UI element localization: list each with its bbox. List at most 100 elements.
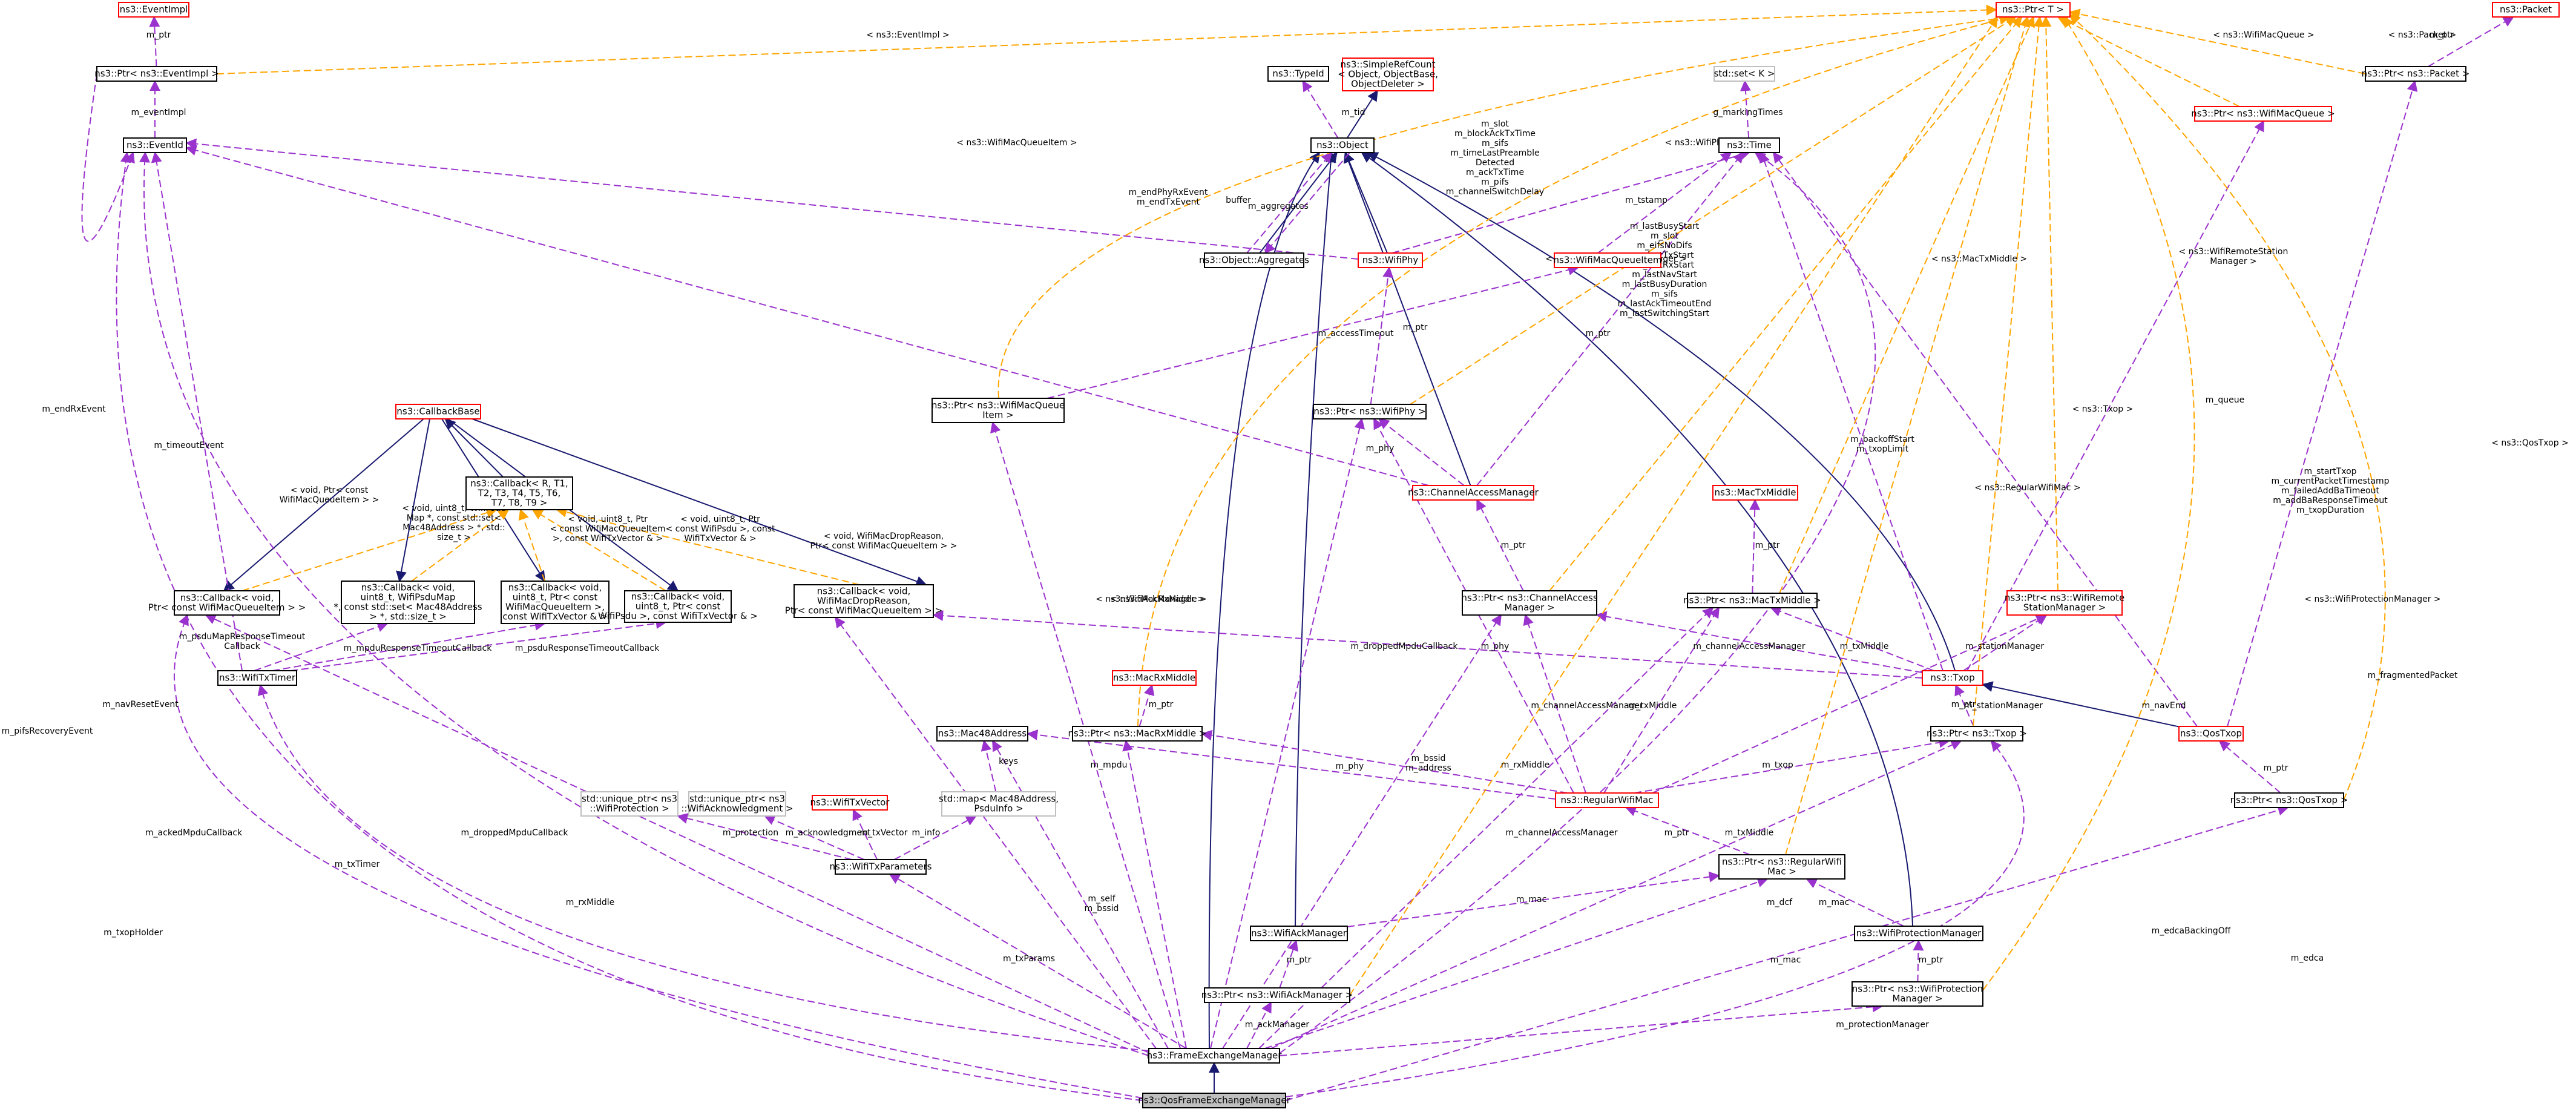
class-node-ptr-qostxop[interactable]: ns3::Ptr< ns3::QosTxop > bbox=[2230, 792, 2348, 808]
class-node-wifitxparameters[interactable]: ns3::WifiTxParameters bbox=[830, 859, 932, 875]
edge-label: m_txop bbox=[1762, 760, 1793, 770]
class-node-ptr-wifiphy[interactable]: ns3::Ptr< ns3::WifiPhy > bbox=[1313, 404, 1427, 419]
class-box bbox=[1250, 926, 1348, 941]
class-node-ptr-eventimpl[interactable]: ns3::Ptr< ns3::EventImpl > bbox=[94, 66, 219, 82]
class-node-qostxop[interactable]: ns3::QosTxop bbox=[2178, 726, 2244, 742]
class-name: ns3::Callback< void, bbox=[180, 593, 274, 604]
edge-label-line: m_slot bbox=[1651, 231, 1678, 241]
edge-label-line: < ns3::EventImpl > bbox=[866, 30, 950, 40]
edge-label-line: m_psduMapResponseTimeout bbox=[179, 632, 306, 642]
edge-path bbox=[1966, 120, 2264, 671]
template-instance-edge bbox=[556, 507, 860, 585]
edge-label-line: m_ptr bbox=[1755, 541, 1780, 550]
class-node-wifitxtimer[interactable]: ns3::WifiTxTimer bbox=[217, 670, 297, 686]
edge-label: m_stationManager bbox=[1965, 642, 2044, 651]
edge-path bbox=[185, 145, 1429, 486]
class-node-wifiphy[interactable]: ns3::WifiPhy bbox=[1358, 252, 1423, 268]
edge-label-line: Map *, const std::set< bbox=[407, 513, 502, 523]
edge-label-line: m_phy bbox=[1366, 444, 1395, 453]
class-name: Ptr< const WifiMacQueueItem > > bbox=[148, 602, 306, 613]
class-name: ns3::Ptr< ns3::RegularWifi bbox=[1722, 857, 1842, 867]
class-node-ptr-wifiprotection[interactable]: ns3::Ptr< ns3::WifiProtectionManager > bbox=[1852, 981, 1983, 1007]
edge-label-line: m_stationManager bbox=[1964, 701, 2043, 711]
class-node-callbackbase[interactable]: ns3::CallbackBase bbox=[395, 404, 481, 419]
class-node-cb-item[interactable]: ns3::Callback< void,Ptr< const WifiMacQu… bbox=[148, 590, 306, 616]
usage-edge bbox=[889, 873, 1187, 1049]
edge-label: m_edcaBackingOff bbox=[2152, 926, 2231, 936]
class-node-ptr-wifiremote[interactable]: ns3::Ptr< ns3::WifiRemoteStationManager … bbox=[2005, 590, 2124, 616]
class-node-mac48address[interactable]: ns3::Mac48Address bbox=[936, 726, 1028, 742]
class-name: const WifiTxVector & > bbox=[502, 611, 607, 622]
class-node-eventid[interactable]: ns3::EventId bbox=[123, 137, 187, 153]
class-name: ns3::WifiAckManager bbox=[1251, 928, 1347, 939]
class-node-ptr-wifiackmanager[interactable]: ns3::Ptr< ns3::WifiAckManager > bbox=[1201, 987, 1353, 1003]
class-node-packet[interactable]: ns3::Packet bbox=[2492, 2, 2560, 18]
class-node-eventimpl[interactable]: ns3::EventImpl bbox=[118, 2, 189, 18]
class-node-mactxmiddle[interactable]: ns3::MacTxMiddle bbox=[1712, 485, 1798, 501]
class-node-channelaccessmanager[interactable]: ns3::ChannelAccessManager bbox=[1408, 485, 1539, 501]
edge-path bbox=[1367, 152, 1956, 671]
class-node-cb-psdumap[interactable]: ns3::Callback< void,uint8_t, WifiPsduMap… bbox=[334, 581, 482, 624]
edge-label-line: m_mac bbox=[1770, 955, 1801, 965]
usage-edge bbox=[1258, 607, 1714, 1049]
edge-label: m_rxMiddle bbox=[1501, 760, 1550, 770]
class-node-ptr-channelaccess[interactable]: ns3::Ptr< ns3::ChannelAccessManager > bbox=[1461, 590, 1598, 616]
class-node-macrxmiddle[interactable]: ns3::MacRxMiddle bbox=[1112, 670, 1197, 686]
class-node-ptr-t[interactable]: ns3::Ptr< T > bbox=[1996, 2, 2071, 18]
class-name: Manager > bbox=[1892, 993, 1942, 1004]
inheritance-edge bbox=[1346, 90, 1378, 139]
class-node-qosframeexchangemanager[interactable]: ns3::QosFrameExchangeManager bbox=[1138, 1093, 1291, 1108]
edge-label: m_queue bbox=[2206, 395, 2245, 405]
class-node-aggregates[interactable]: ns3::Object::Aggregates bbox=[1199, 252, 1309, 268]
class-node-callback-t[interactable]: ns3::Callback< R, T1,T2, T3, T4, T5, T6,… bbox=[465, 476, 573, 510]
inheritance-edge bbox=[1982, 681, 2180, 728]
class-node-typeid[interactable]: ns3::TypeId bbox=[1267, 66, 1329, 82]
class-node-ptr-mactxmiddle[interactable]: ns3::Ptr< ns3::MacTxMiddle > bbox=[1683, 593, 1821, 608]
class-node-wifimacqueueitem[interactable]: ns3::WifiMacQueueItem bbox=[1554, 252, 1662, 268]
edge-label: < ns3::WifiAckManager > bbox=[1096, 594, 1204, 604]
class-name: std::map< Mac48Address, bbox=[939, 794, 1059, 804]
class-node-ptr-macrxmiddle[interactable]: ns3::Ptr< ns3::MacRxMiddle > bbox=[1068, 726, 1207, 742]
class-node-wifitxvector[interactable]: ns3::WifiTxVector bbox=[810, 795, 890, 811]
edge-label-line: m_mac bbox=[1516, 895, 1547, 904]
usage-edge bbox=[677, 813, 852, 860]
class-box bbox=[812, 795, 888, 811]
usage-edge bbox=[1302, 80, 1339, 139]
class-node-ptr-packet[interactable]: ns3::Ptr< ns3::Packet > bbox=[2362, 66, 2470, 82]
edge-path bbox=[1378, 418, 1465, 486]
class-node-simplerefcount[interactable]: ns3::SimpleRefCount< Object, ObjectBase,… bbox=[1338, 58, 1438, 91]
class-node-map-psduinfo[interactable]: std::map< Mac48Address,PsduInfo > bbox=[939, 791, 1059, 817]
class-node-ptr-regularwifimac[interactable]: ns3::Ptr< ns3::RegularWifiMac > bbox=[1718, 854, 1845, 880]
edge-path bbox=[1122, 740, 1187, 1049]
edge-path bbox=[1343, 151, 1471, 486]
class-node-cb-psdu[interactable]: ns3::Callback< void,uint8_t, Ptr< constW… bbox=[501, 581, 610, 624]
class-name: ns3::WifiProtectionManager bbox=[1856, 928, 1982, 939]
class-node-wifiackmanager[interactable]: ns3::WifiAckManager bbox=[1250, 926, 1348, 941]
edge-path bbox=[1279, 151, 1876, 1054]
edge-label-line: < ns3::WifiMacQueueItem > bbox=[956, 138, 1077, 148]
class-node-setk[interactable]: std::set< K > bbox=[1714, 66, 1775, 82]
class-node-txop[interactable]: ns3::Txop bbox=[1922, 670, 1983, 686]
class-node-cb-wifipsdu[interactable]: ns3::Callback< void,uint8_t, Ptr< constW… bbox=[598, 590, 758, 623]
class-node-time[interactable]: ns3::Time bbox=[1718, 137, 1780, 153]
class-node-cb-drop[interactable]: ns3::Callback< void,WifiMacDropReason,Pt… bbox=[785, 584, 942, 618]
class-node-ptr-wifimacqueueitem[interactable]: ns3::Ptr< ns3::WifiMacQueueItem > bbox=[932, 398, 1065, 423]
edge-path bbox=[151, 151, 243, 671]
edge-path bbox=[1138, 684, 1155, 727]
class-node-object[interactable]: ns3::Object bbox=[1310, 137, 1375, 153]
class-node-uptr-prot[interactable]: std::unique_ptr< ns3::WifiProtection > bbox=[580, 791, 678, 817]
class-node-ptr-txop[interactable]: ns3::Ptr< ns3::Txop > bbox=[1927, 726, 2027, 742]
class-box bbox=[2234, 792, 2344, 808]
class-node-regularwifimac[interactable]: ns3::RegularWifiMac bbox=[1555, 792, 1659, 808]
class-node-wifiprotectionmanager[interactable]: ns3::WifiProtectionManager bbox=[1854, 926, 1983, 941]
class-node-frameexchangemanager[interactable]: ns3::FrameExchangeManager bbox=[1147, 1048, 1283, 1064]
edge-label-line: m_dcf bbox=[1767, 898, 1793, 907]
class-node-ptr-wifimacqueue[interactable]: ns3::Ptr< ns3::WifiMacQueue > bbox=[2191, 106, 2335, 122]
class-node-uptr-ack[interactable]: std::unique_ptr< ns3::WifiAcknowledgment… bbox=[681, 791, 794, 817]
edge-label: m_droppedMpduCallback bbox=[1351, 642, 1459, 651]
edge-label: m_psduResponseTimeoutCallback bbox=[515, 643, 660, 653]
edge-label-line: m_txopLimit bbox=[1856, 444, 1909, 454]
edge-label-line: m_aggregates bbox=[1248, 202, 1309, 211]
edge-label-line: m_edca bbox=[2291, 953, 2324, 963]
